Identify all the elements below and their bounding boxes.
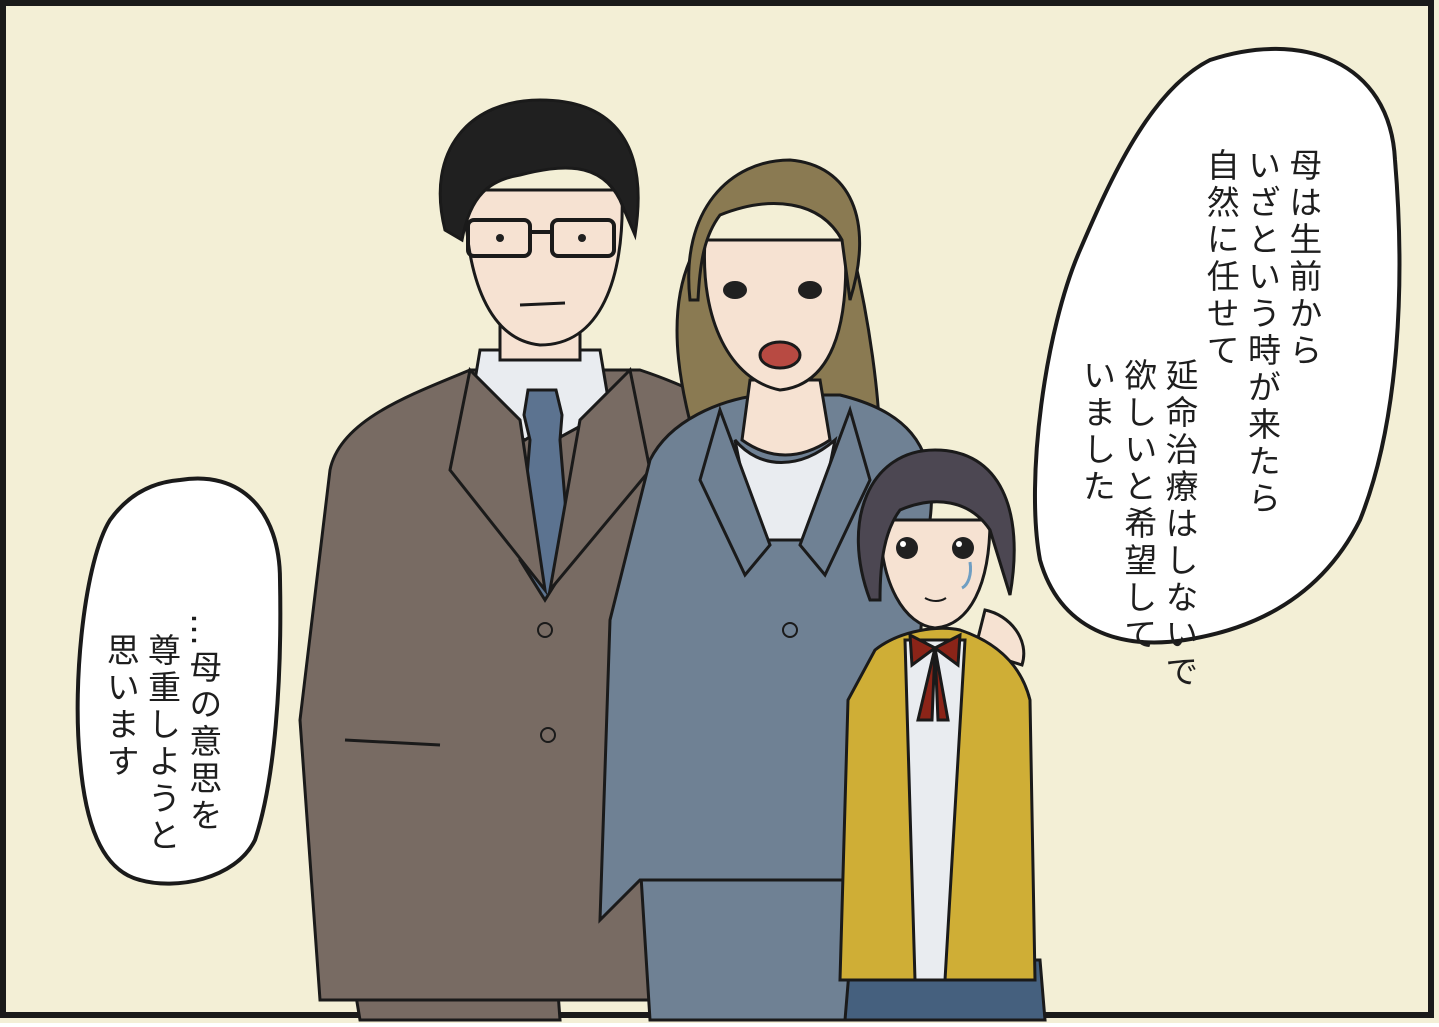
man-hair bbox=[438, 98, 640, 243]
speech-line: 思います bbox=[101, 632, 141, 781]
man-glasses bbox=[466, 218, 532, 258]
girl-ribbon bbox=[908, 632, 962, 722]
girl-figure bbox=[838, 448, 1047, 1022]
speech-line: 尊重しようと bbox=[142, 632, 182, 855]
woman-face bbox=[702, 238, 848, 392]
woman-hair bbox=[687, 158, 862, 302]
speech-line: 自然に任せて bbox=[1201, 147, 1241, 370]
man-speech-text: …母の意思を 尊重しようと 思います bbox=[101, 555, 265, 855]
speech-line: …母の意思を bbox=[183, 612, 223, 835]
speech-line: 母は生前から bbox=[1283, 147, 1323, 370]
woman-mouth bbox=[758, 340, 802, 370]
woman-figure bbox=[598, 158, 1026, 1022]
girl-hair bbox=[856, 448, 1016, 602]
woman-speech-balloon bbox=[1032, 46, 1402, 645]
woman-skirt bbox=[638, 858, 862, 1022]
speech-line: いざという時が来たら bbox=[1242, 147, 1282, 518]
man-face bbox=[463, 188, 624, 347]
speech-line: 欲しいと希望して bbox=[1118, 357, 1158, 654]
woman-speech-text: 母は生前から いざという時が来たら 自然に任せて 延命治療はしないで 欲しいと希… bbox=[1075, 90, 1365, 691]
speech-line: 延命治療はしないで bbox=[1160, 357, 1199, 691]
man-speech-balloon bbox=[75, 476, 283, 886]
speech-line: いました bbox=[1077, 357, 1117, 506]
